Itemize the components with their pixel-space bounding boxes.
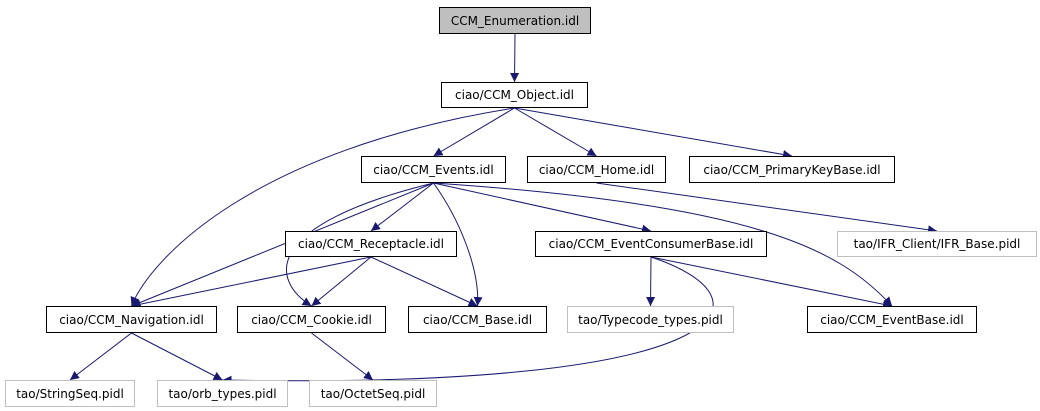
edge-events-to-base: [433, 182, 483, 307]
edge-navigation-to-stringseq: [69, 332, 132, 381]
edge-home-to-ifr: [596, 182, 938, 235]
edge-object-to-home: [514, 107, 597, 157]
edge-eventconsumer-to-typecode: [646, 256, 656, 307]
edge-receptacle-to-base: [370, 256, 478, 307]
node-orb-types[interactable]: tao/orb_types.pidl: [157, 380, 288, 407]
node-typecode-types[interactable]: tao/Typecode_types.pidl: [567, 306, 734, 333]
edge-receptacle-to-cookie: [311, 256, 372, 307]
edge-cookie-to-octetseq: [311, 332, 374, 381]
edge-object-to-primarykey: [514, 107, 793, 159]
node-ccm-home[interactable]: ciao/CCM_Home.idl: [527, 156, 666, 183]
node-ifr-base[interactable]: tao/IFR_Client/IFR_Base.pidl: [837, 231, 1037, 257]
node-ccm-cookie[interactable]: ciao/CCM_Cookie.idl: [237, 306, 386, 333]
node-stringseq[interactable]: tao/StringSeq.pidl: [5, 380, 135, 407]
node-ccm-primarykeybase[interactable]: ciao/CCM_PrimaryKeyBase.idl: [689, 156, 895, 183]
node-ccm-enumeration: CCM_Enumeration.idl: [439, 7, 591, 34]
node-ccm-events[interactable]: ciao/CCM_Events.idl: [361, 156, 506, 183]
edge-events-to-receptacle: [370, 182, 434, 232]
edge-object-to-navigation: [130, 107, 515, 307]
node-octetseq[interactable]: tao/OctetSeq.pidl: [309, 380, 437, 407]
edge-eventconsumer-to-orbtypes: [222, 256, 714, 385]
node-ccm-navigation[interactable]: ciao/CCM_Navigation.idl: [46, 306, 217, 333]
edge-object-to-events: [433, 107, 515, 157]
edge-receptacle-to-navigation: [131, 256, 372, 309]
node-ccm-eventconsumerbase[interactable]: ciao/CCM_EventConsumerBase.idl: [535, 231, 767, 257]
edge-root-to-object: [510, 33, 520, 83]
node-ccm-object[interactable]: ciao/CCM_Object.idl: [441, 82, 588, 108]
edge-navigation-to-orbtypes: [131, 332, 223, 381]
edge-eventconsumer-to-eventbase: [650, 256, 893, 309]
edge-events-to-navigation: [131, 182, 434, 307]
node-ccm-receptacle[interactable]: ciao/CCM_Receptacle.idl: [285, 231, 457, 257]
node-ccm-base[interactable]: ciao/CCM_Base.idl: [408, 306, 547, 333]
node-ccm-eventbase[interactable]: ciao/CCM_EventBase.idl: [807, 306, 977, 333]
edge-events-to-eventconsumer: [433, 182, 652, 234]
